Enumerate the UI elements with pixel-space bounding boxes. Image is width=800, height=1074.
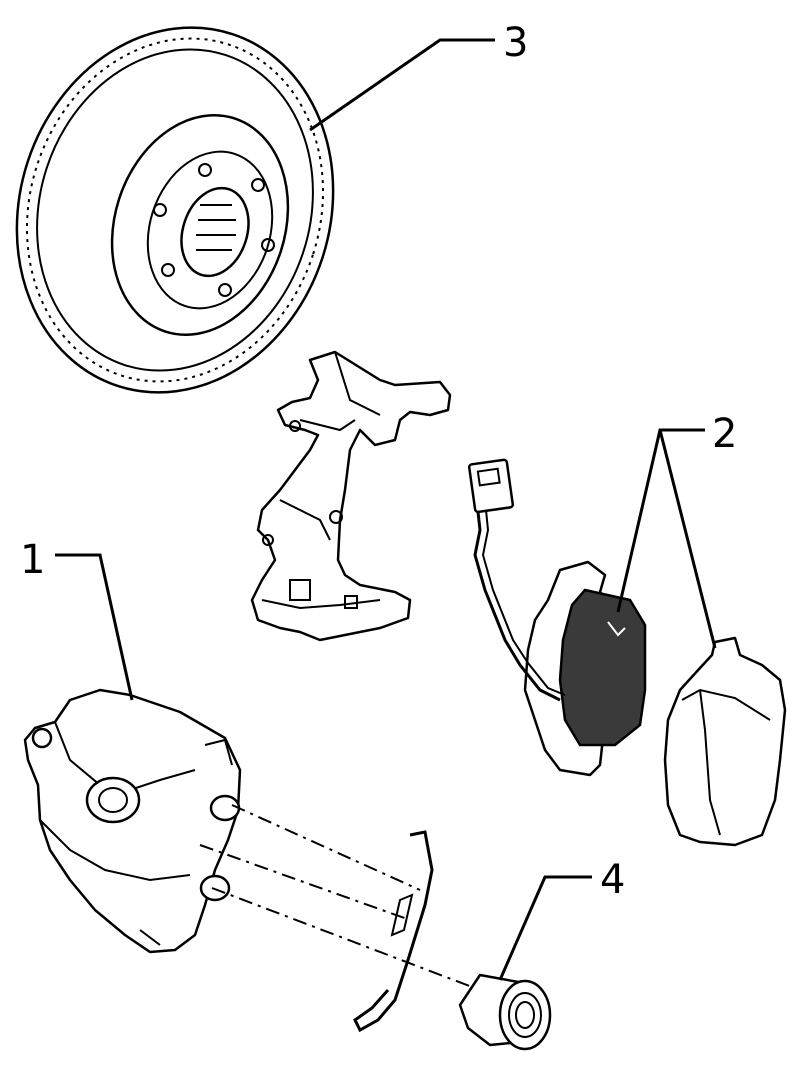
guide-bush	[458, 973, 552, 1051]
assembly-guide-lines	[199, 804, 481, 991]
brake-pads	[523, 560, 787, 847]
caliper-housing	[23, 688, 242, 954]
friction-pad-dark	[558, 588, 647, 747]
brake-disc	[15, 26, 335, 394]
callout-leaders	[55, 38, 717, 981]
callout-1: 1	[20, 537, 45, 583]
caliper-carrier-bracket	[250, 350, 452, 642]
callout-4: 4	[600, 857, 625, 903]
callout-3: 3	[503, 20, 528, 66]
callout-2: 2	[712, 411, 737, 457]
retaining-spring	[353, 830, 434, 1033]
pad-wear-sensor	[467, 458, 566, 702]
